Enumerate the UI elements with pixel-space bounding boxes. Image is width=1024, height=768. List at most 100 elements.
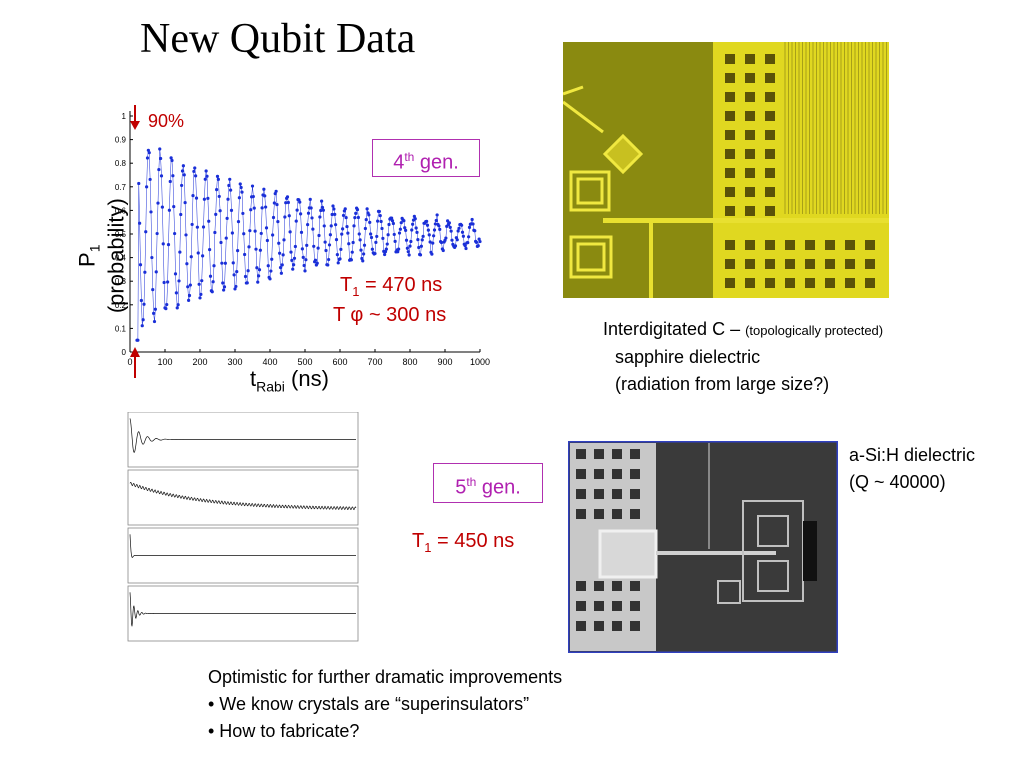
data-point: [208, 274, 213, 278]
hole-square: [805, 240, 815, 250]
y-tick-label: 0.4: [115, 254, 127, 263]
data-segment: [268, 265, 270, 278]
data-point: [309, 206, 313, 210]
data-point: [218, 209, 222, 213]
hole-square: [612, 509, 622, 519]
hole-square: [612, 621, 622, 631]
data-segment: [226, 218, 228, 239]
data-segment: [248, 230, 251, 247]
data-segment: [253, 196, 255, 209]
data-segment: [266, 227, 268, 241]
data-point: [334, 223, 338, 227]
y-tick-label: 0.9: [115, 136, 127, 145]
data-segment: [151, 257, 153, 290]
data-point: [286, 200, 290, 205]
data-segment: [207, 198, 209, 222]
data-point: [341, 213, 346, 218]
data-point: [334, 237, 339, 242]
data-point: [264, 205, 268, 209]
data-point: [138, 263, 143, 267]
data-segment: [208, 221, 210, 250]
data-segment: [301, 232, 303, 249]
gen5-rest: gen.: [476, 476, 521, 499]
data-segment: [213, 232, 216, 266]
data-point: [299, 212, 303, 216]
data-point: [328, 233, 332, 237]
data-segment: [212, 265, 215, 282]
data-segment: [219, 210, 222, 243]
data-segment: [340, 234, 342, 250]
data-point: [319, 208, 323, 213]
hole-square: [630, 601, 640, 611]
data-segment: [206, 176, 209, 199]
x-tick-label: 700: [367, 357, 382, 367]
data-point: [427, 233, 431, 237]
footer-line3: • How to fabricate?: [208, 721, 360, 741]
data-segment: [294, 246, 296, 259]
x-tick-label: 800: [402, 357, 417, 367]
data-segment: [152, 289, 154, 314]
hole-square: [725, 130, 735, 140]
data-point: [477, 237, 481, 241]
y-tick-label: 0.1: [115, 324, 127, 333]
data-segment: [295, 221, 297, 247]
data-point: [230, 231, 234, 235]
hole-square: [576, 489, 586, 499]
hole-square: [765, 206, 775, 216]
data-point: [293, 244, 297, 249]
data-point: [156, 201, 160, 205]
y-tick-label: 1: [122, 112, 127, 121]
hole-square: [630, 621, 640, 631]
data-segment: [191, 195, 194, 225]
hole-square: [745, 92, 755, 102]
data-segment: [376, 221, 378, 237]
data-point: [414, 226, 418, 230]
data-segment: [261, 207, 263, 234]
data-point: [294, 219, 298, 223]
data-segment: [431, 243, 433, 255]
data-segment: [224, 263, 226, 287]
data-segment: [198, 284, 201, 298]
data-point: [185, 262, 189, 266]
data-point: [221, 281, 225, 285]
data-point: [274, 189, 278, 193]
data-segment: [342, 215, 344, 229]
data-segment: [474, 230, 476, 242]
slide-title: New Qubit Data: [140, 16, 416, 62]
ylabel-paren: (probability): [103, 198, 129, 314]
data-segment: [243, 233, 245, 255]
data-point: [399, 221, 403, 225]
data-segment: [181, 170, 183, 186]
hole-square: [865, 240, 875, 250]
data-segment: [204, 179, 206, 200]
data-segment: [226, 199, 229, 219]
caption-4th-small: (topologically protected): [745, 323, 884, 338]
data-segment: [255, 249, 258, 268]
data-point: [346, 231, 350, 235]
hole-square: [576, 469, 586, 479]
x-tick-label: 0: [127, 357, 132, 367]
footer-line1: Optimistic for further dramatic improvem…: [208, 667, 563, 687]
hole-square: [725, 149, 735, 159]
data-point: [324, 248, 328, 253]
tphi-label: T φ ~ 300 ns: [333, 304, 446, 327]
data-point: [298, 200, 302, 204]
data-segment: [296, 199, 299, 211]
data-point: [332, 207, 336, 211]
data-segment: [197, 227, 199, 253]
data-segment: [178, 252, 181, 281]
hole-square: [765, 73, 775, 83]
data-segment: [445, 226, 447, 239]
trace-line: [129, 592, 356, 627]
data-segment: [235, 271, 237, 287]
data-point: [276, 220, 280, 224]
data-point: [302, 263, 306, 268]
data-segment: [237, 221, 239, 251]
interdigitated-capacitor: [784, 42, 887, 214]
data-segment: [221, 263, 223, 284]
data-segment: [352, 225, 355, 243]
hole-square: [630, 509, 640, 519]
data-point: [197, 282, 201, 286]
data-point: [392, 232, 396, 237]
data-segment: [276, 204, 279, 222]
